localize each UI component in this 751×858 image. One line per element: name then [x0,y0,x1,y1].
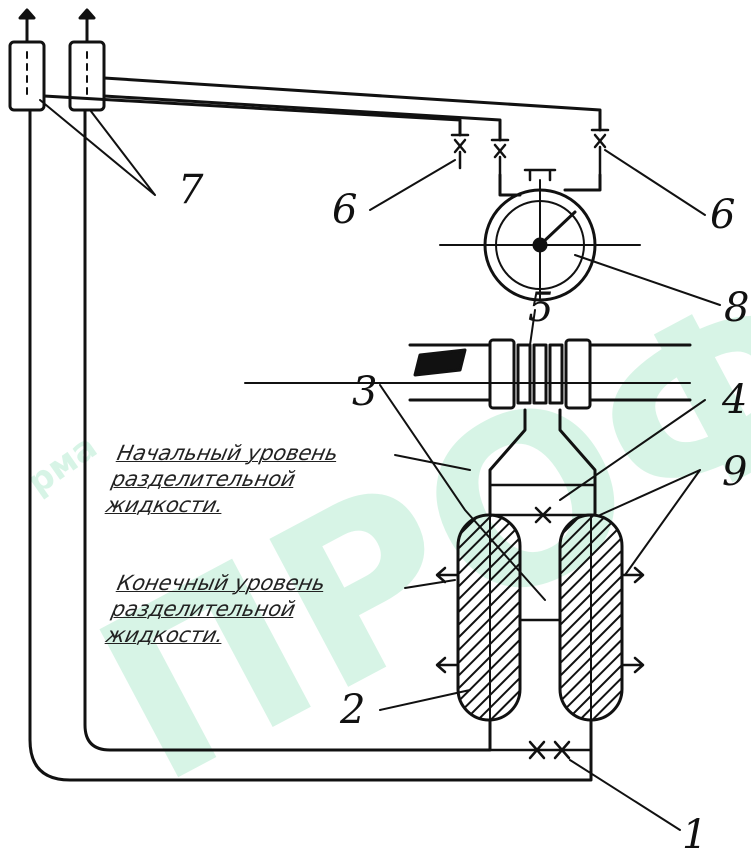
callout-8: 8 [724,285,750,331]
valve-6-left [450,133,470,170]
balance-line [488,483,597,517]
note-final-level: Конечный уровень разделительной жидкости… [104,570,328,648]
valve-6-middle [490,138,510,177]
gas-collector-right [68,8,106,112]
main-pipe-with-orifice [244,338,692,410]
note-final-line3: жидкости. [103,623,226,647]
gas-collector-left [8,8,46,112]
drain-lines [28,108,593,782]
valve-6-right [590,128,610,177]
callout-6-right: 6 [710,192,736,238]
level-taps [435,566,645,674]
note-final-line2: разделительной [109,597,298,621]
callout-5: 5 [528,285,554,331]
leader-lines [39,99,721,831]
pressure-gauge [439,168,641,302]
upper-impulse-lines [42,76,602,142]
balance-valve [534,506,552,524]
note-initial-line3: жидкости. [103,493,226,517]
note-initial-level: Начальный уровень разделительной жидкост… [104,440,341,518]
callout-2: 2 [340,687,366,733]
callout-7: 7 [178,167,204,213]
callout-6-left: 6 [332,187,358,233]
note-initial-line2: разделительной [109,467,298,491]
separating-vessel-left [456,513,522,722]
gauge-inlet-lines [498,173,602,197]
callout-1: 1 [682,812,708,858]
drain-valve [528,740,571,760]
note-final-line1: Конечный уровень [114,571,328,595]
separating-vessel-right [558,513,624,722]
orifice-impulse-lines [488,408,597,517]
callout-9: 9 [722,449,748,495]
callout-4: 4 [722,377,748,423]
note-initial-line1: Начальный уровень [114,441,341,465]
callout-3: 3 [352,369,378,415]
